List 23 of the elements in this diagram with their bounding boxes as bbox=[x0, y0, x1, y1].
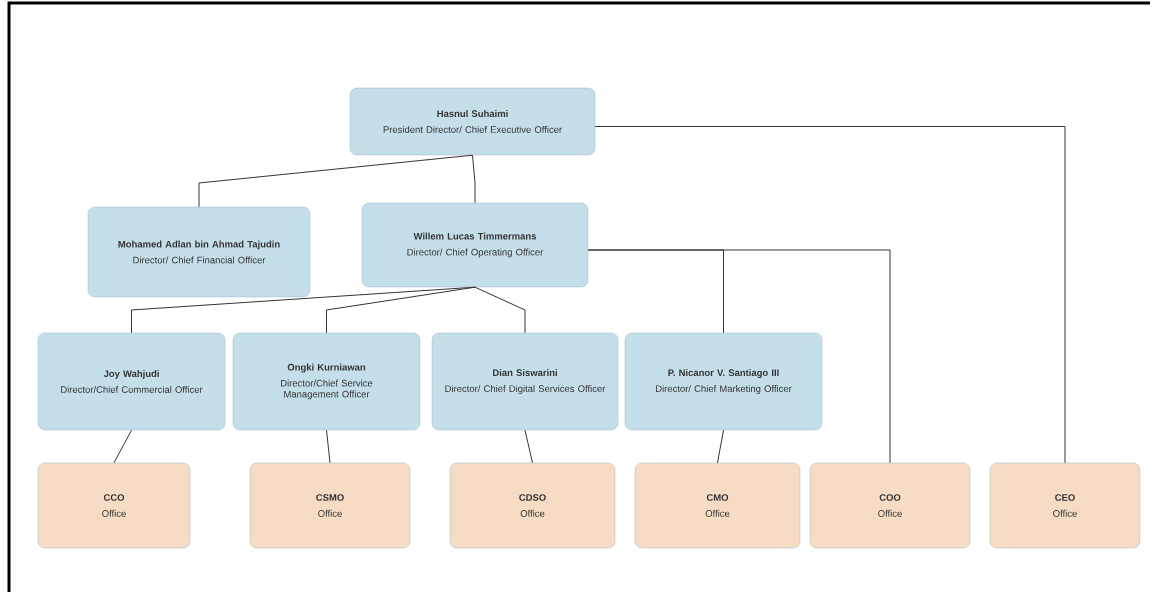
office-box: CEO Office bbox=[989, 462, 1141, 549]
position-box: P. Nicanor V. Santiago III Director/ Chief Marketing Officer bbox=[624, 332, 823, 431]
connector-line bbox=[594, 126, 1066, 464]
position-box: Dian Siswarini Director/ Chief Digital Services Officer bbox=[431, 332, 619, 431]
connector-line bbox=[474, 286, 526, 334]
connector-line bbox=[326, 429, 331, 464]
connector-line bbox=[326, 286, 476, 334]
office-box: CCO Office bbox=[37, 462, 191, 549]
connector-line bbox=[524, 429, 533, 464]
position-box: Hasnul Suhaimi President Director/ Chief Executive Officer bbox=[349, 87, 596, 156]
position-box: Willem Lucas Timmermans Director/ Chief Operating Officer bbox=[361, 202, 589, 288]
connector-line bbox=[717, 429, 724, 464]
office-box: CMO Office bbox=[634, 462, 801, 549]
position-box: Mohamed Adlan bin Ahmad Tajudin Director/ Chief Financial Officer bbox=[87, 206, 311, 298]
connector-line bbox=[472, 154, 476, 204]
office-box: CSMO Office bbox=[249, 462, 411, 549]
office-box: COO Office bbox=[809, 462, 971, 549]
connector-line bbox=[198, 154, 473, 208]
connector-line bbox=[587, 249, 891, 464]
position-box: Joy Wahjudi Director/Chief Commercial Officer bbox=[37, 332, 226, 431]
office-box: CDSO Office bbox=[449, 462, 616, 549]
position-box: Ongki Kurniawan Director/Chief Service Management Officer bbox=[232, 332, 421, 431]
connector-line bbox=[113, 429, 132, 464]
